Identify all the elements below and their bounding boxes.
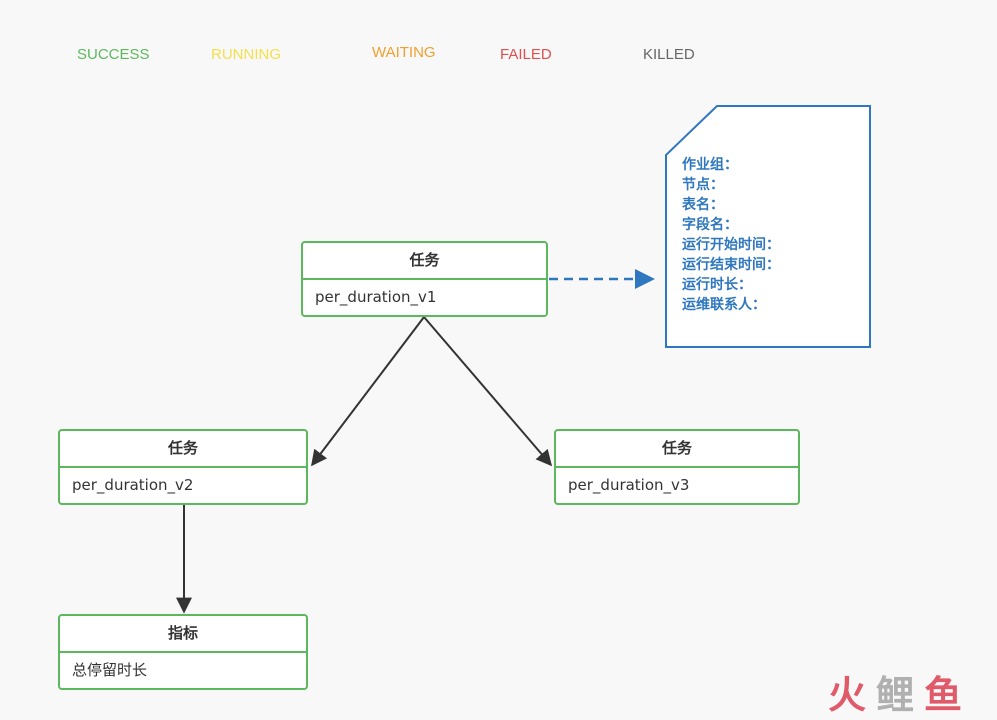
legend-killed: KILLED [643,46,695,63]
task-node-v2[interactable]: 任务 per_duration_v2 [58,429,308,505]
metric-node[interactable]: 指标 总停留时长 [58,614,308,690]
node-header: 任务 [556,431,798,468]
note-line: 作业组： [682,157,738,173]
note-document-shape [665,105,871,348]
note-line: 运行开始时间： [682,237,780,253]
edge-task1-to-task2 [311,316,425,467]
legend-running: RUNNING [211,46,281,63]
note-line: 字段名： [682,217,738,233]
node-body: per_duration_v1 [315,288,437,306]
svg-text:鱼: 鱼 [924,673,962,716]
svg-text:火: 火 [828,673,866,716]
node-header: 任务 [60,431,306,468]
node-body: per_duration_v2 [72,476,194,494]
note-line: 表名： [682,197,724,213]
node-header: 任务 [303,243,546,280]
edge-task1-to-task3 [423,316,553,467]
svg-text:鲤: 鲤 [876,673,914,716]
node-body: 总停留时长 [72,661,148,679]
node-header: 指标 [60,616,306,653]
note-line: 运行时长： [682,277,752,293]
watermark-logo: 火 鲤 鱼 [828,673,962,716]
task-node-v1[interactable]: 任务 per_duration_v1 [301,241,548,317]
note-info-list: 作业组： 节点： 表名： 字段名： 运行开始时间： 运行结束时间： 运行时长： … [682,155,780,315]
legend-waiting: WAITING [372,44,436,61]
note-line: 运维联系人： [682,297,766,313]
task-node-v3[interactable]: 任务 per_duration_v3 [554,429,800,505]
legend-failed: FAILED [500,46,552,63]
legend-success: SUCCESS [77,46,150,63]
note-line: 节点： [682,177,724,193]
node-body: per_duration_v3 [568,476,690,494]
note-line: 运行结束时间： [682,257,780,273]
